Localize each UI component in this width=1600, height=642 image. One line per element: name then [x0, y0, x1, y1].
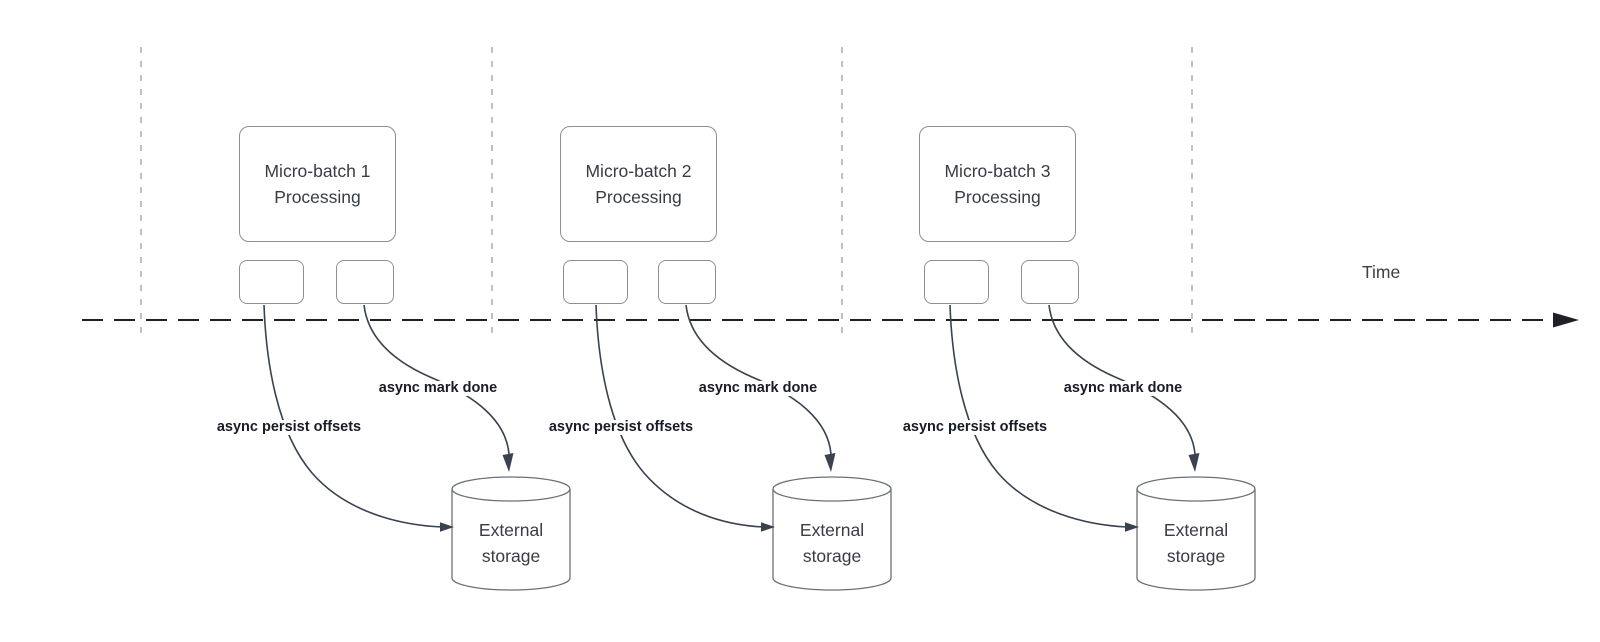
mark-done-arrowhead-icon-3: [1188, 453, 1200, 472]
micro-batch-2-processing-box: Micro-batch 2 Processing: [560, 126, 717, 242]
external-storage-cylinder-2: [772, 476, 892, 591]
persist-offsets-arrowhead-icon-2: [761, 522, 775, 532]
external-storage-label-1-line2: storage: [481, 546, 541, 566]
external-storage-label-2: External storage: [767, 517, 897, 569]
external-storage-label-3-line1: External: [1163, 520, 1229, 540]
done-task-box-3: [1021, 260, 1079, 304]
external-storage-label-1-line1: External: [478, 520, 544, 540]
cylinder-body: [451, 476, 571, 591]
cylinder-body: [772, 476, 892, 591]
external-storage-label-3-line2: storage: [1166, 546, 1226, 566]
external-storage-label-1: External storage: [446, 517, 576, 569]
micro-batch-1-title-line1: Micro-batch 1: [264, 161, 371, 181]
persist-offsets-arrow-label-1: async persist offsets: [213, 420, 365, 435]
micro-batch-2-title-line1: Micro-batch 2: [585, 161, 692, 181]
persist-offsets-arrowhead-icon-1: [440, 522, 454, 532]
mark-done-arrow-label-2: async mark done: [695, 381, 821, 396]
external-storage-label-2-line1: External: [799, 520, 865, 540]
done-task-box-1: [336, 260, 394, 304]
micro-batch-1-processing-box: Micro-batch 1 Processing: [239, 126, 396, 242]
persist-offsets-arrow-label-3: async persist offsets: [899, 420, 1051, 435]
external-storage-cylinder-1: [451, 476, 571, 591]
time-axis-label: Time: [1362, 262, 1401, 282]
mark-done-arrow-label-1: async mark done: [375, 381, 501, 396]
micro-batch-3-title-line1: Micro-batch 3: [944, 161, 1051, 181]
persist-offsets-arrow-3: [949, 304, 1128, 528]
persist-offsets-arrow-label-2: async persist offsets: [545, 420, 697, 435]
time-axis-arrowhead-icon: [1553, 312, 1579, 328]
mark-done-arrowhead-icon-1: [502, 453, 514, 472]
cylinder-rim: [451, 488, 571, 502]
mark-done-arrow-2: [685, 304, 832, 455]
cylinder-body: [1136, 476, 1256, 591]
cylinder-rim: [772, 488, 892, 502]
mark-done-arrow-1: [363, 304, 510, 455]
offset-task-box-2: [563, 260, 628, 304]
micro-batch-2-title-line2: Processing: [595, 187, 682, 207]
offset-task-box-1: [239, 260, 304, 304]
external-storage-cylinder-3: [1136, 476, 1256, 591]
micro-batch-1-title-line2: Processing: [274, 187, 361, 207]
done-task-box-2: [658, 260, 716, 304]
persist-offsets-arrowhead-icon-3: [1125, 522, 1139, 532]
mark-done-arrowhead-icon-2: [824, 453, 836, 472]
micro-batch-3-processing-box: Micro-batch 3 Processing: [919, 126, 1076, 242]
micro-batch-3-title-line2: Processing: [954, 187, 1041, 207]
external-storage-label-2-line2: storage: [802, 546, 862, 566]
persist-offsets-arrow-2: [595, 304, 764, 528]
mark-done-arrow-3: [1048, 304, 1196, 455]
external-storage-label-3: External storage: [1131, 517, 1261, 569]
mark-done-arrow-label-3: async mark done: [1060, 381, 1186, 396]
offset-task-box-3: [924, 260, 989, 304]
cylinder-rim: [1136, 488, 1256, 502]
persist-offsets-arrow-1: [263, 304, 443, 528]
